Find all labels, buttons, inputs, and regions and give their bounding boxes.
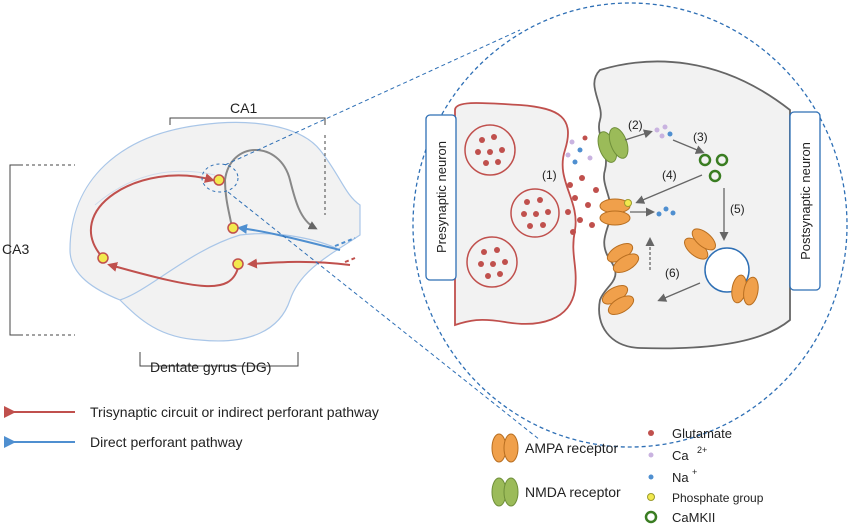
sodium-ions (656, 206, 676, 217)
vesicle (466, 236, 518, 288)
step-label-1: (1) (542, 168, 557, 182)
ca1-bracket (169, 117, 326, 125)
step-arrow-4 (635, 174, 703, 204)
molecule-legend: AMPA receptor NMDA receptor Glutamate Ca… (491, 426, 764, 525)
phosphate-legend-icon (647, 493, 655, 501)
glutamate-legend-icon (648, 430, 654, 436)
direct-arrow-ec-ca1 (237, 223, 341, 251)
step-arrow-2 (624, 129, 653, 141)
hippocampus-diagram: CA1 CA3 Dentate gyrus (DG) (2, 100, 361, 375)
step-arrow-3 (672, 139, 705, 154)
cleft-glutamate (565, 175, 599, 235)
dg-neuron (232, 258, 244, 270)
ampa-receptor-membrane (601, 285, 635, 315)
ca1-output-arrow (224, 149, 318, 230)
ampa-receptor-membrane (606, 243, 640, 273)
presynaptic-label-box (425, 114, 457, 281)
ca1-neuron (213, 174, 225, 186)
phosphate-group (624, 199, 632, 207)
ampa-legend-label: AMPA receptor (525, 440, 618, 456)
ca1-label: CA1 (230, 100, 257, 116)
ampa-receptor (599, 198, 631, 226)
nmda-legend-icon (491, 477, 519, 507)
hippocampus-outline (69, 121, 361, 342)
calcium-legend-label: Ca (672, 448, 689, 463)
dg-label: Dentate gyrus (DG) (150, 359, 271, 375)
calcium-legend-charge: 2+ (697, 445, 707, 455)
nmda-receptor (597, 127, 629, 163)
ca3-bracket (9, 164, 20, 336)
glutamate-legend-label: Glutamate (672, 426, 732, 441)
vesicle (510, 188, 560, 238)
trisynaptic-arrow-dg-ca3 (107, 262, 239, 288)
nmda-legend-label: NMDA receptor (525, 484, 621, 500)
trisynaptic-arrow-ca3-ca1 (89, 173, 215, 259)
vesicle (464, 124, 516, 176)
presynaptic-label: Presynaptic neuron (434, 141, 449, 253)
zoom-line-top (224, 29, 521, 166)
dg-bracket (139, 352, 299, 367)
step-label-3: (3) (693, 130, 708, 144)
step-arrow-6 (657, 282, 701, 302)
ca3-label: CA3 (2, 241, 29, 257)
calcium-legend-icon (648, 452, 654, 458)
postsynaptic-label: Postsynaptic neuron (798, 142, 813, 260)
camkii-legend-icon (644, 510, 658, 524)
trisynaptic-legend-label: Trisynaptic circuit or indirect perforan… (90, 404, 379, 420)
ca3-neuron (97, 252, 109, 264)
ampa-receptor-endosome (731, 274, 759, 306)
dentate-gyrus-outline (119, 233, 341, 301)
synapse-zoom: Presynaptic neuron Postsynaptic neuron (412, 2, 848, 448)
step-label-2: (2) (628, 118, 643, 132)
calcium-ions (654, 124, 673, 139)
camkii (698, 153, 729, 183)
cleft-ions (565, 135, 593, 165)
synapse-zoom-marker (201, 163, 239, 193)
ampa-receptor-endosome (684, 228, 716, 260)
trisynaptic-arrow-ec-dg (247, 258, 351, 269)
ampa-legend-icon (491, 433, 519, 463)
sodium-legend-icon (648, 474, 654, 480)
phosphate-legend-label: Phosphate group (672, 491, 764, 505)
step-label-5: (5) (730, 202, 745, 216)
postsynaptic-label-box (789, 111, 821, 291)
zoom-line-bottom (227, 191, 541, 441)
ca1-neuron-2 (227, 222, 239, 234)
step-label-6: (6) (665, 266, 680, 280)
sodium-legend-charge: + (692, 467, 697, 477)
direct-legend-label: Direct perforant pathway (90, 434, 243, 450)
sodium-legend-label: Na (672, 470, 689, 485)
pathway-legend: Trisynaptic circuit or indirect perforan… (3, 404, 379, 450)
camkii-legend-label: CaMKII (672, 510, 715, 525)
step-label-4: (4) (662, 168, 677, 182)
